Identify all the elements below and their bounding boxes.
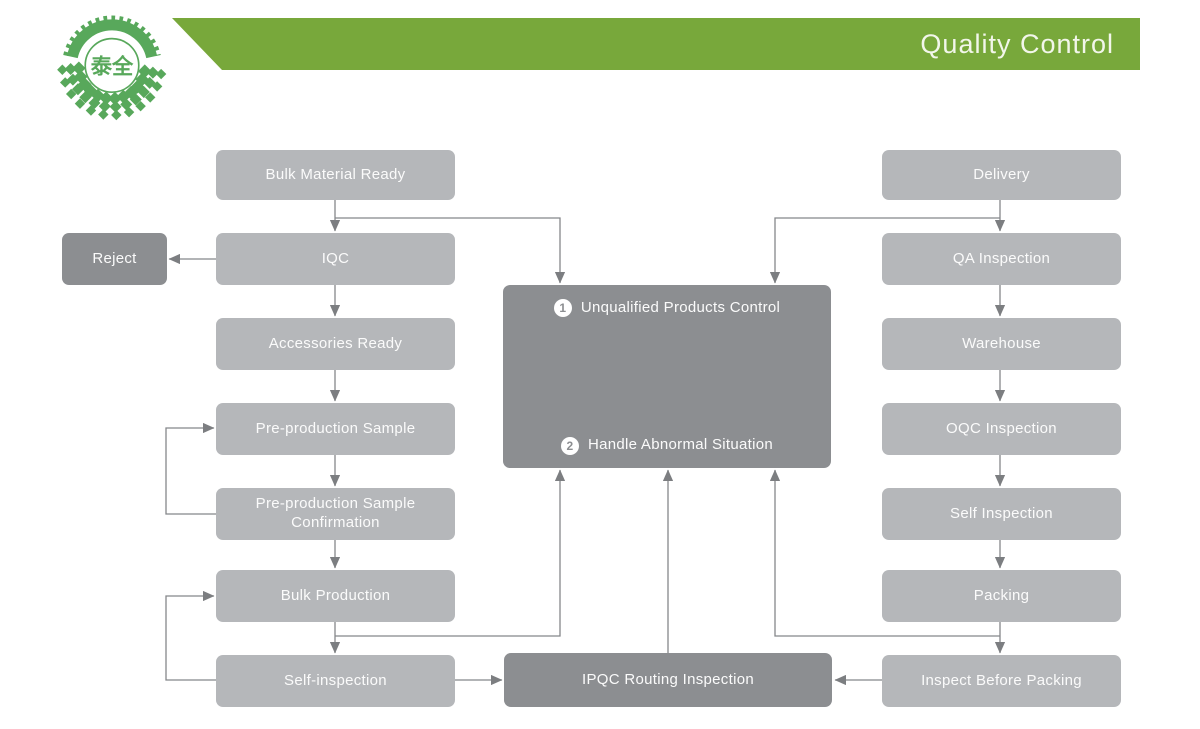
control-item-2: 2 Handle Abnormal Situation [560,436,774,455]
header-banner: Quality Control [172,18,1140,70]
node-label: Warehouse [962,334,1041,352]
node-label: Self-inspection [284,671,387,689]
circled-2-icon: 2 [560,436,579,455]
node-iqc: IQC [216,233,455,285]
node-ipqc-routing-inspection: IPQC Routing Inspection [504,653,832,707]
node-inspect-before-packing: Inspect Before Packing [882,655,1121,707]
logo-inner-circle [84,37,140,93]
node-label: Pre-production Sample Confirmation [255,495,416,531]
node-delivery: Delivery [882,150,1121,200]
node-label: IPQC Routing Inspection [582,670,754,688]
node-label: Self Inspection [950,504,1053,522]
arrow-delivery-to-control [769,217,1000,284]
arrow-packing-to-control [769,469,1000,637]
node-pre-production-sample-confirmation: Pre-production Sample Confirmation [216,488,455,540]
node-qa-inspection: QA Inspection [882,233,1121,285]
node-pre-production-sample: Pre-production Sample [216,403,455,455]
node-reject: Reject [62,233,167,285]
logo-tire-arc [66,19,158,59]
node-bulk-material-ready: Bulk Material Ready [216,150,455,200]
node-packing: Packing [882,570,1121,622]
node-oqc-inspection: OQC Inspection [882,403,1121,455]
node-label: Pre-production Sample [255,419,416,437]
node-bulk-production: Bulk Production [216,570,455,622]
node-label: QA Inspection [952,249,1051,267]
node-unqualified-products-control: 1 Unqualified Products Control 2 Handle … [503,285,831,468]
arrow-bmr-to-control [335,217,566,284]
arrow-bulkproduction-to-control [335,469,566,637]
node-self-inspection: Self-inspection [216,655,455,707]
circled-1-icon: 1 [553,299,572,318]
node-label: Accessories Ready [268,334,403,352]
node-label: Bulk Production [280,586,391,604]
node-label: Bulk Material Ready [265,165,406,183]
node-label: IQC [321,249,350,267]
node-label: Inspect Before Packing [921,671,1082,689]
control-item-1-label: Unqualified Products Control [580,299,781,316]
logo-text: 泰全 [91,54,134,79]
node-label: Reject [92,249,137,267]
node-label: Delivery [973,165,1030,183]
node-warehouse: Warehouse [882,318,1121,370]
logo-tire-tread-icon [63,15,161,57]
control-item-1: 1 Unqualified Products Control [553,299,781,318]
node-self-inspection-qa: Self Inspection [882,488,1121,540]
node-label: Packing [973,586,1030,604]
page-title: Quality Control [920,29,1114,59]
node-label: OQC Inspection [946,419,1057,437]
control-item-2-label: Handle Abnormal Situation [587,436,774,454]
node-accessories-ready: Accessories Ready [216,318,455,370]
arrow-selfinspection-loop-to-bulkproduction [165,590,216,681]
arrow-ppsc-loop-to-pps [165,422,216,515]
company-logo-icon: 泰全 [57,15,167,121]
